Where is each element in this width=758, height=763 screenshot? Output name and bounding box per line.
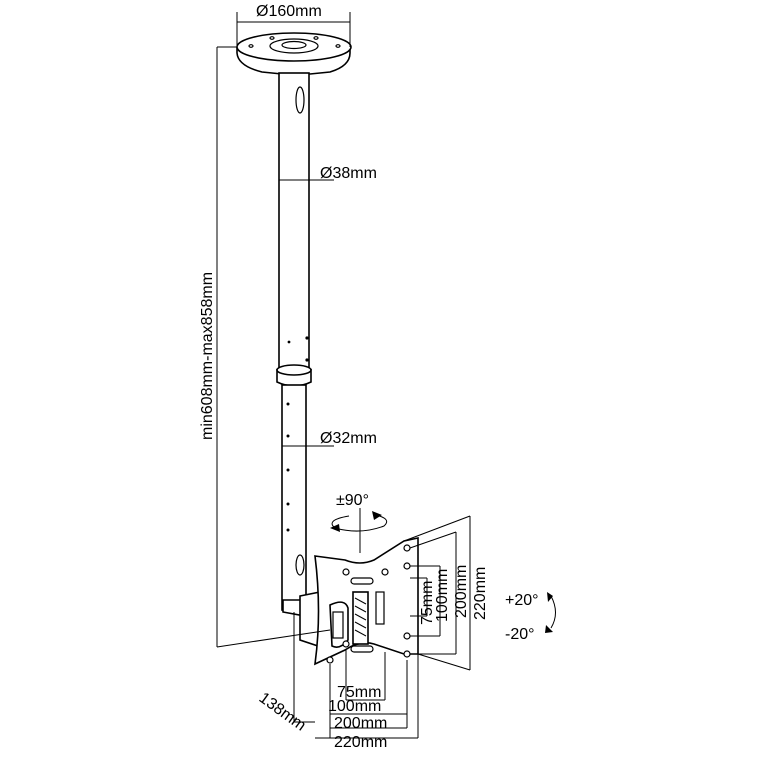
depth-label: 138mm xyxy=(256,689,309,734)
dimension-lower-tube: Ø32mm xyxy=(282,430,377,447)
lower-tube-diameter-label: Ø32mm xyxy=(320,430,377,447)
dimension-horizontal-vesa: 75mm 100mm 200mm 220mm xyxy=(315,650,419,751)
tilt-indicator: +20° -20° xyxy=(505,592,556,643)
dimension-plate-diameter: Ø160mm xyxy=(236,3,351,47)
tube-collar xyxy=(276,364,312,387)
height-range-label: min608mm-max858mm xyxy=(199,272,216,440)
swivel-indicator: ±90° xyxy=(330,492,388,553)
dimension-upper-tube: Ø38mm xyxy=(279,165,377,182)
h-220-label: 220mm xyxy=(334,734,387,751)
h-200-label: 200mm xyxy=(334,715,387,732)
tilt-up-label: +20° xyxy=(505,592,539,609)
tilt-down-label: -20° xyxy=(505,626,535,643)
swivel-label: ±90° xyxy=(336,492,369,509)
v-100-label: 100mm xyxy=(434,569,451,622)
v-220-label: 220mm xyxy=(472,567,489,620)
dimension-height: min608mm-max858mm xyxy=(199,46,331,648)
h-100-label: 100mm xyxy=(328,698,381,715)
vesa-plate xyxy=(314,537,419,666)
lower-tube xyxy=(281,384,307,611)
v-200-label: 200mm xyxy=(453,565,470,618)
ceiling-plate xyxy=(236,32,352,75)
dimension-vertical-vesa: 75mm 100mm 200mm 220mm xyxy=(403,515,489,671)
v-75-label: 75mm xyxy=(419,581,436,625)
plate-diameter-label: Ø160mm xyxy=(256,3,322,20)
h-75-label: 75mm xyxy=(337,684,381,701)
upper-tube-diameter-label: Ø38mm xyxy=(320,165,377,182)
upper-tube xyxy=(278,72,310,369)
